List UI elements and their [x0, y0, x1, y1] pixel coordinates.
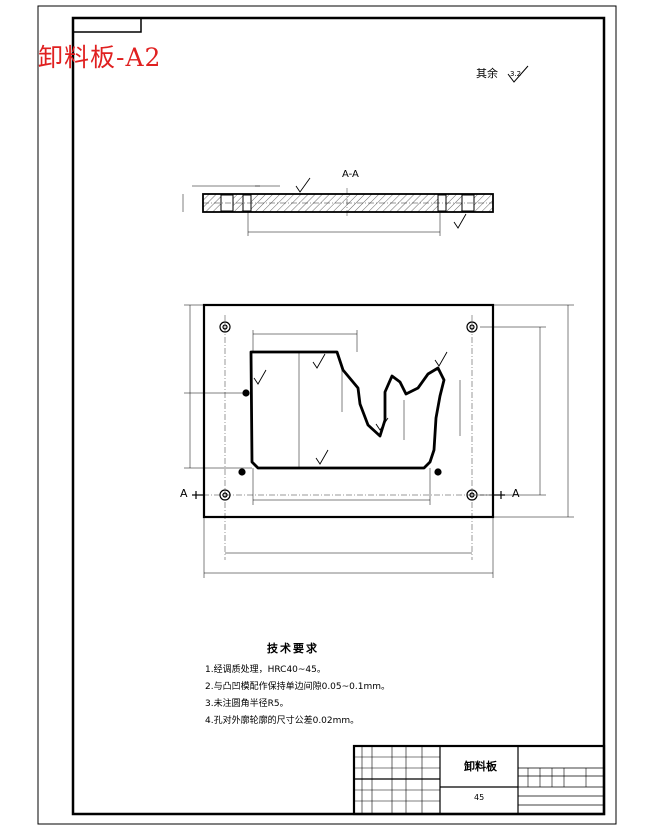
tech-requirement-item: 3.未注圆角半径R5。 [205, 699, 289, 709]
section-markers [192, 491, 505, 499]
section-marker-right: A [512, 487, 520, 500]
section-view [182, 177, 494, 236]
tech-requirement-item: 1.经调质处理，HRC40~45。 [205, 665, 326, 675]
title-block [352, 744, 606, 816]
tech-requirement-item: 2.与凸凹模配作保持单边间隙0.05~0.1mm。 [205, 682, 391, 692]
outer-border [37, 5, 617, 825]
tech-requirements-title: 技术要求 [267, 642, 319, 655]
title-block-part-name: 卸料板 [464, 759, 498, 773]
title-block-material: 45 [474, 793, 484, 802]
svg-text:3.2: 3.2 [510, 70, 521, 78]
roughness-symbol-icon: 3.2 [507, 65, 529, 83]
cutout-profile [249, 350, 446, 470]
section-label: A-A [342, 169, 359, 180]
code-box [72, 17, 142, 33]
plan-view: A A [180, 303, 574, 578]
remaining-roughness-text: 其余 [476, 66, 498, 80]
section-marker-left: A [180, 487, 188, 500]
drawing-title: 卸料板-A2 [38, 43, 162, 72]
tech-requirement-item: 4.孔对外廓轮廓的尺寸公差0.02mm。 [205, 716, 360, 726]
tech-requirements-list: 1.经调质处理，HRC40~45。 2.与凸凹模配作保持单边间隙0.05~0.1… [205, 662, 390, 730]
inner-frame [71, 16, 606, 816]
